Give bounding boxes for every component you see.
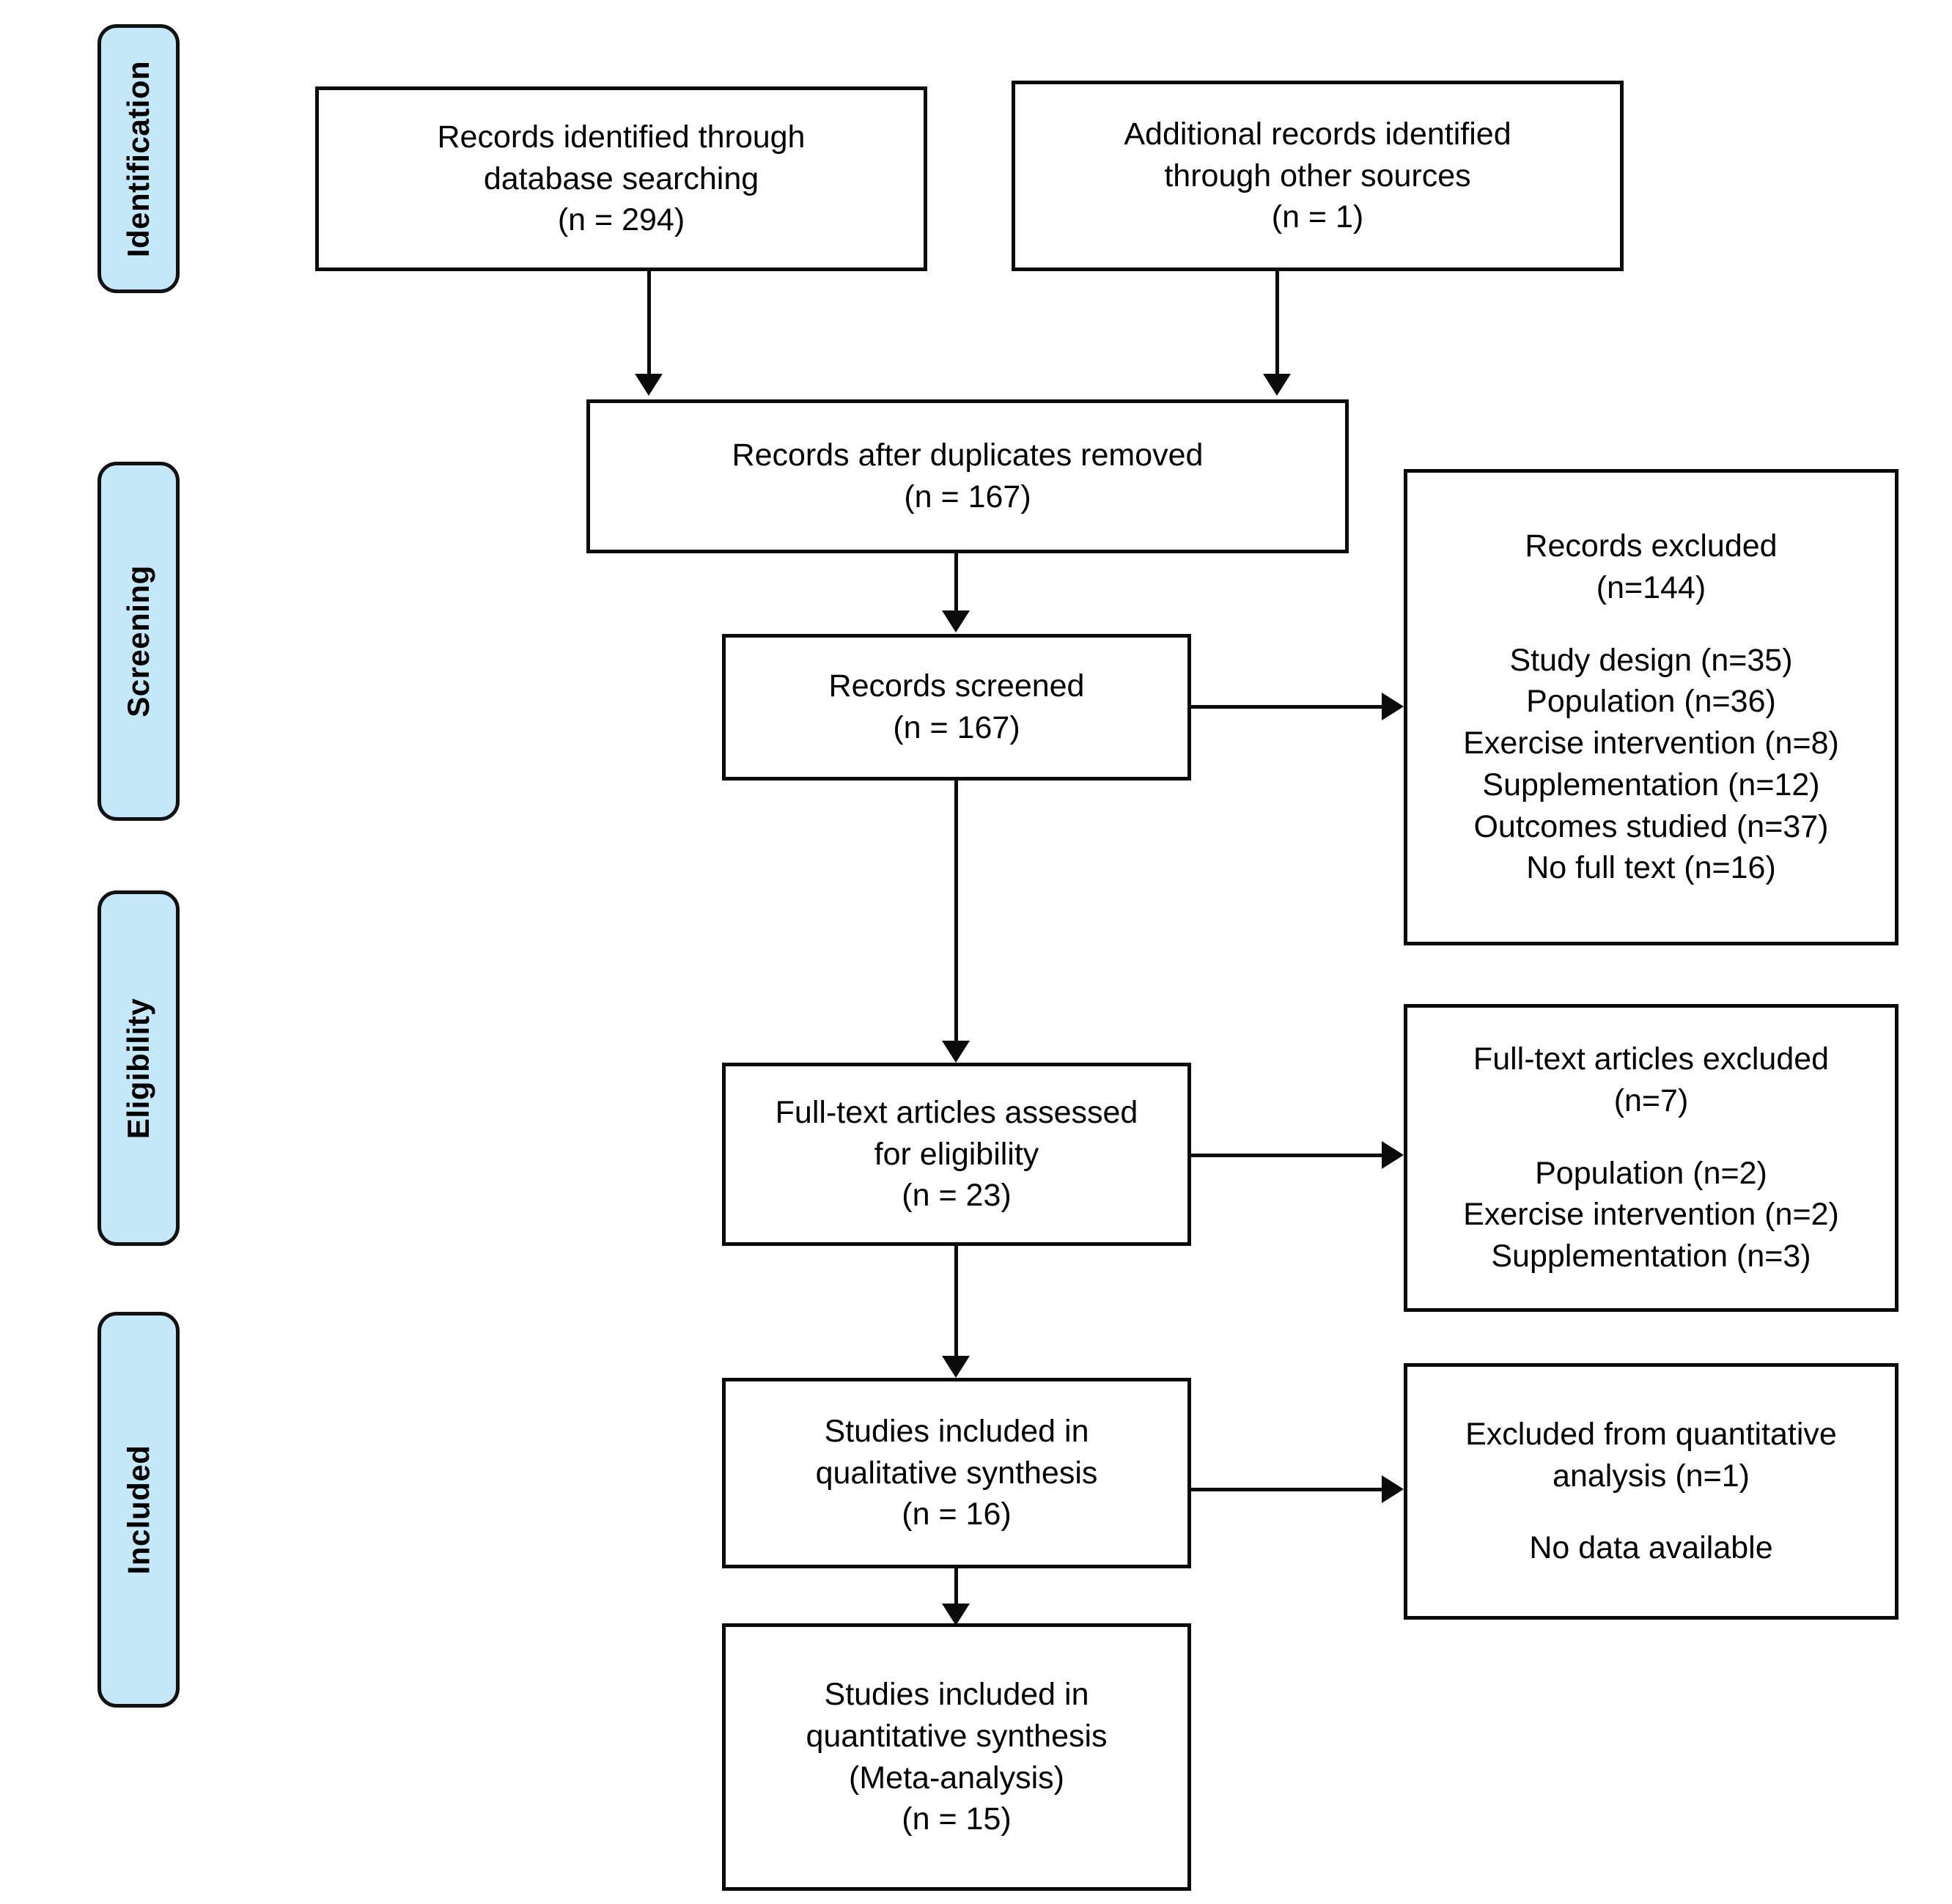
stage-pill-included: Included [97,1312,180,1708]
box-count: (n = 294) [557,202,685,238]
stage-label-screening: Screening [121,565,156,717]
stage-pill-identification: Identification [97,24,180,293]
box-line: Records identified through [437,119,806,155]
box-line: Records screened [828,668,1085,704]
box-duplicates-removed: Records after duplicates removed (n = 16… [586,399,1349,553]
box-count: (n = 23) [902,1178,1012,1214]
connector-duplicates-to-screened [954,553,958,610]
box-line: Full-text articles excluded [1473,1041,1830,1077]
connector-other-to-duplicates [1275,271,1279,374]
arrowhead-screened-to-excluded [1382,693,1404,720]
box-line: Additional records identified [1124,116,1511,152]
box-count: (n = 1) [1271,199,1364,235]
exclusion-reason: Population (n=2) [1535,1155,1767,1191]
box-fulltext-assessed: Full-text articles assessed for eligibil… [722,1063,1191,1246]
exclusion-reason: Supplementation (n=12) [1482,767,1820,802]
box-records-excluded: Records excluded (n=144) Study design (n… [1404,469,1898,945]
box-line: for eligibility [874,1136,1039,1172]
connector-fulltext-to-qualitative [954,1246,958,1356]
box-count: (n = 167) [904,479,1031,514]
arrowhead-duplicates-to-screened [942,610,970,632]
box-fulltext-excluded: Full-text articles excluded (n=7) Popula… [1404,1004,1898,1312]
connector-screened-to-fulltext [954,781,958,1041]
stage-label-eligibility: Eligibility [121,997,155,1139]
connector-screened-to-excluded [1191,705,1383,709]
box-count: (n=7) [1613,1082,1689,1118]
box-qualitative-synthesis: Studies included in qualitative synthesi… [722,1378,1191,1568]
stage-label-identification: Identification [121,60,155,257]
stage-label-included: Included [121,1444,155,1575]
connector-database-to-duplicates [647,271,651,374]
connector-qualitative-to-quantitative [954,1568,958,1604]
exclusion-reason: Population (n=36) [1526,684,1776,720]
exclusion-reason: Study design (n=35) [1509,642,1793,678]
box-line: database searching [483,160,759,196]
arrowhead-screened-to-fulltext [942,1041,970,1063]
box-line: Studies included in [824,1677,1089,1712]
box-count: (n=144) [1596,569,1706,605]
exclusion-reason: No full text (n=16) [1526,850,1776,886]
arrowhead-fulltext-to-excluded [1382,1141,1404,1169]
box-line: Records excluded [1525,528,1778,564]
box-line: through other sources [1164,158,1471,193]
arrowhead-qualitative-to-quantitative [942,1604,970,1626]
box-line: quantitative synthesis [806,1718,1108,1754]
box-records-identified-other: Additional records identified through ot… [1012,81,1624,271]
box-line: qualitative synthesis [815,1455,1098,1491]
exclusion-reason: Exercise intervention (n=8) [1463,726,1839,761]
stage-pill-eligibility: Eligibility [97,890,180,1246]
stage-pill-screening: Screening [97,462,180,821]
box-line: Studies included in [824,1413,1089,1449]
exclusion-reason: No data available [1529,1530,1773,1566]
connector-fulltext-to-excluded [1191,1154,1383,1157]
box-line: Records after duplicates removed [732,438,1204,473]
box-count: (n = 15) [902,1801,1012,1837]
arrowhead-other-to-duplicates [1263,374,1291,396]
exclusion-reason: Outcomes studied (n=37) [1473,808,1829,844]
box-count: analysis (n=1) [1553,1458,1750,1494]
exclusion-reason: Supplementation (n=3) [1491,1239,1811,1274]
box-records-identified-database: Records identified through database sear… [315,86,927,271]
arrowhead-qualitative-to-excluded-quant [1382,1475,1404,1503]
arrowhead-database-to-duplicates [635,374,663,396]
box-quantitative-synthesis: Studies included in quantitative synthes… [722,1623,1191,1891]
box-count: (n = 167) [893,710,1020,745]
box-records-screened: Records screened (n = 167) [722,634,1191,781]
box-line: Excluded from quantitative [1465,1416,1837,1452]
arrowhead-fulltext-to-qualitative [942,1356,970,1378]
connector-qualitative-to-excluded-quant [1191,1488,1383,1491]
box-excluded-from-quantitative: Excluded from quantitative analysis (n=1… [1404,1363,1898,1620]
box-line: (Meta-analysis) [849,1760,1064,1796]
box-count: (n = 16) [902,1497,1012,1532]
exclusion-reason: Exercise intervention (n=2) [1463,1197,1839,1233]
box-line: Full-text articles assessed [775,1094,1138,1130]
